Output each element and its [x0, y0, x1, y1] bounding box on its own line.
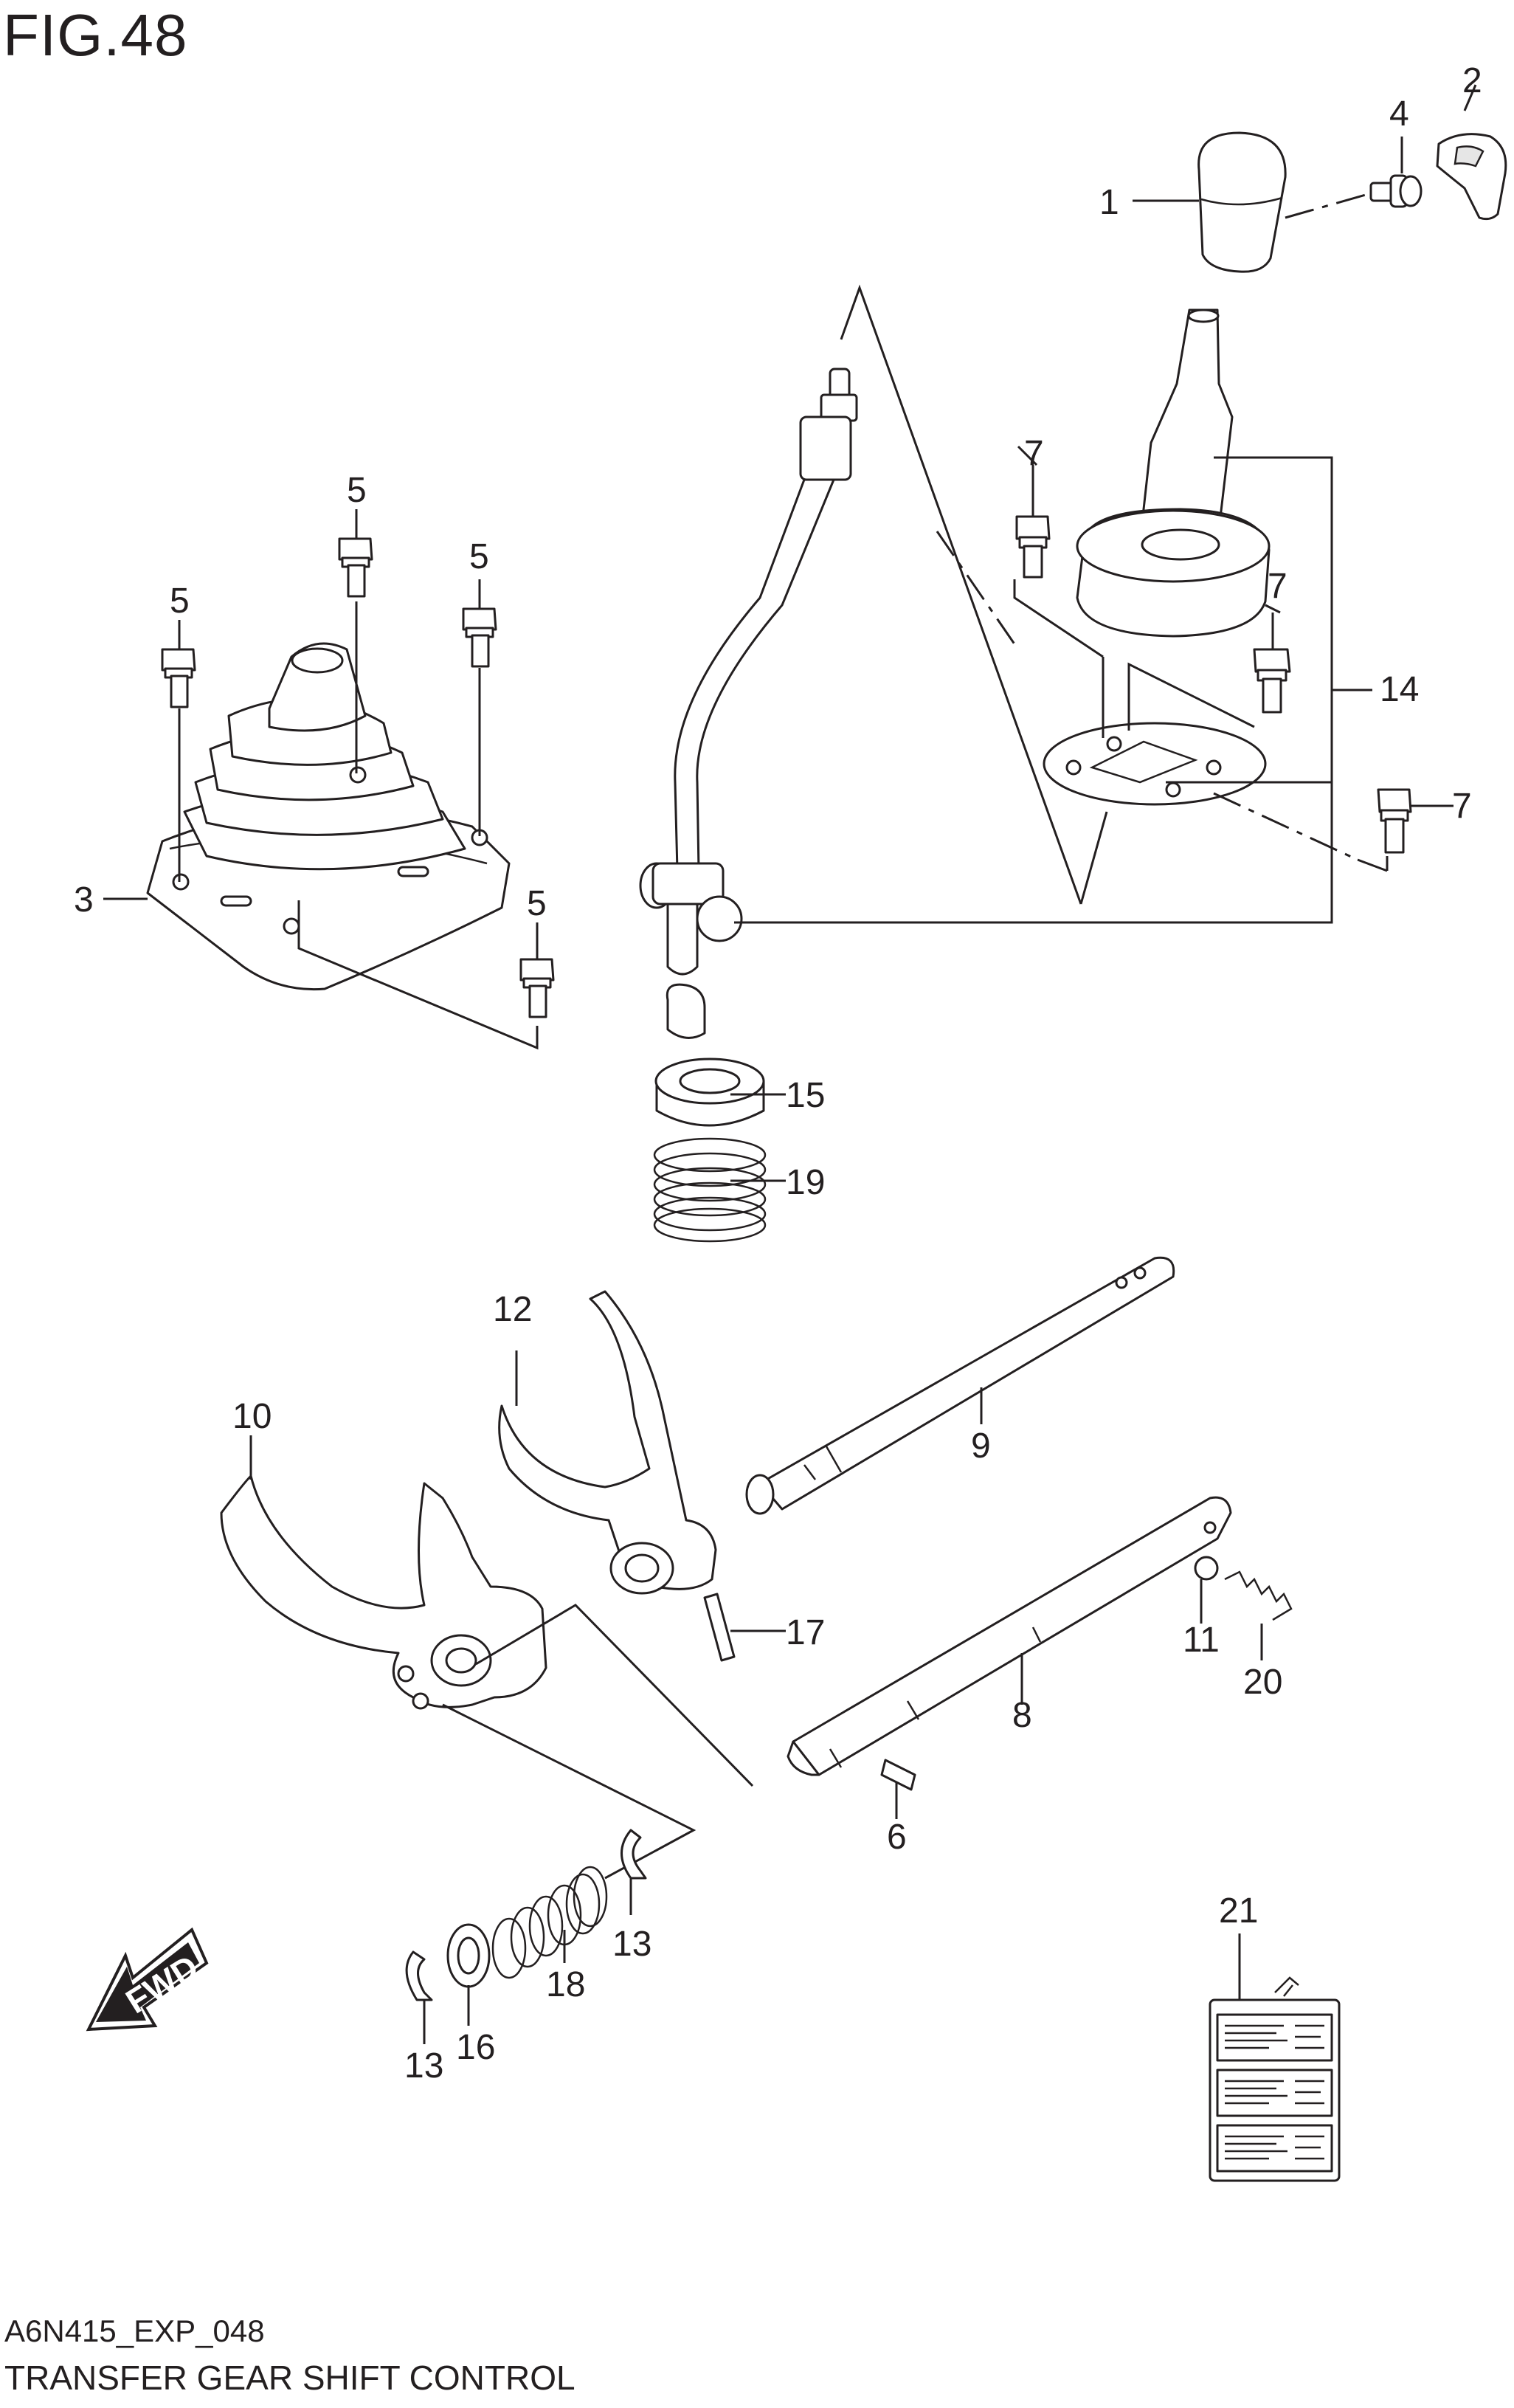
- e-ring-13-left[interactable]: [405, 1950, 433, 2001]
- callout-4: 4: [1389, 94, 1409, 134]
- callout-7-right: 7: [1268, 567, 1287, 606]
- callout-18: 18: [546, 1965, 585, 2004]
- spring-pin-17[interactable]: [703, 1593, 736, 1662]
- bolt-5-left[interactable]: [161, 648, 196, 708]
- callout-11: 11: [1183, 1621, 1220, 1660]
- bushing[interactable]: [654, 1058, 765, 1127]
- shift-shaft-upper[interactable]: [745, 1256, 1175, 1515]
- shift-lever[interactable]: [639, 368, 858, 1039]
- callout-5-bottom: 5: [527, 884, 547, 923]
- shift-fork-10[interactable]: [220, 1474, 547, 1710]
- callout-10: 10: [232, 1397, 272, 1436]
- detent-spring[interactable]: [1224, 1570, 1293, 1621]
- callout-5-top: 5: [347, 471, 367, 510]
- bolt-7-upper[interactable]: [1015, 515, 1051, 579]
- lever-spring[interactable]: [653, 1137, 767, 1243]
- shift-boot[interactable]: [146, 642, 511, 991]
- figure-title: FIG.48: [3, 2, 188, 68]
- callout-7-top: 7: [1024, 434, 1044, 473]
- callout-5-left: 5: [170, 582, 190, 621]
- bolt-5-top[interactable]: [338, 537, 373, 598]
- callout-1: 1: [1099, 183, 1119, 222]
- caution-label[interactable]: [1209, 1976, 1341, 2182]
- bolt-7-far-right[interactable]: [1377, 788, 1412, 854]
- callout-7-far-right: 7: [1452, 787, 1472, 826]
- shift-knob[interactable]: [1197, 131, 1287, 273]
- callout-17: 17: [786, 1613, 825, 1652]
- callout-16: 16: [456, 2028, 495, 2067]
- bolt-5-right[interactable]: [462, 607, 497, 668]
- shift-shaft-lower[interactable]: [787, 1496, 1232, 1776]
- shift-fork-12[interactable]: [498, 1290, 717, 1595]
- knob-cap[interactable]: [1436, 133, 1507, 221]
- callout-15: 15: [786, 1076, 825, 1115]
- lever-base-plate[interactable]: [1043, 722, 1267, 806]
- callout-12: 12: [493, 1290, 532, 1329]
- lever-upper-assembly[interactable]: [1076, 308, 1271, 638]
- callout-21: 21: [1219, 1891, 1258, 1931]
- figure-code: A6N415_EXP_048: [4, 2314, 265, 2348]
- bolt-7-right[interactable]: [1253, 648, 1291, 714]
- callout-6: 6: [887, 1818, 907, 1857]
- washer-16[interactable]: [446, 1923, 491, 1988]
- callout-9: 9: [971, 1426, 991, 1466]
- fwd-arrow: FWD: [86, 1927, 209, 2032]
- callout-2: 2: [1462, 61, 1482, 100]
- callout-13-right: 13: [612, 1925, 651, 1964]
- e-ring-13-right[interactable]: [621, 1829, 647, 1880]
- detent-ball[interactable]: [1194, 1556, 1219, 1581]
- figure-name: TRANSFER GEAR SHIFT CONTROL: [4, 2359, 575, 2397]
- compression-spring-18[interactable]: [491, 1866, 608, 1979]
- knob-bolt[interactable]: [1369, 174, 1423, 208]
- callout-8: 8: [1012, 1696, 1032, 1735]
- callout-14: 14: [1380, 670, 1419, 709]
- callout-3: 3: [74, 880, 94, 920]
- callout-lines: [103, 84, 1477, 2044]
- callout-5-right: 5: [469, 537, 489, 576]
- callout-13-left: 13: [404, 2046, 443, 2086]
- pin-6[interactable]: [880, 1759, 916, 1791]
- bolt-5-bottom[interactable]: [519, 958, 555, 1018]
- callout-19: 19: [786, 1163, 825, 1202]
- callout-20: 20: [1243, 1663, 1282, 1702]
